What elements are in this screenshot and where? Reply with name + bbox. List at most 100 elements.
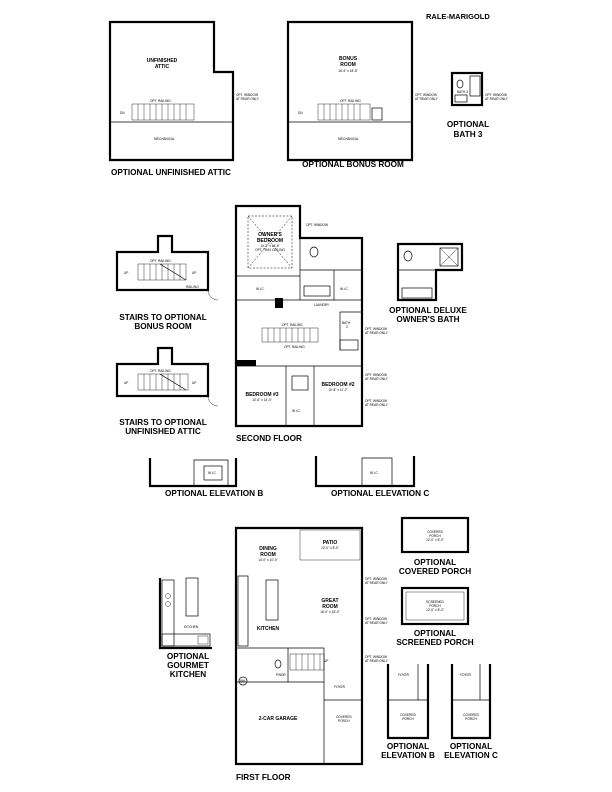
rear-only-label-bonus: AT REAR ONLY: [415, 97, 439, 101]
caption-elev-b: OPTIONAL ELEVATION B: [165, 489, 263, 498]
room-label-foyer: FOYER: [334, 685, 346, 689]
opt-window-label-first-3: OPT. WINDOW: [365, 655, 387, 659]
rear-only-label-first-2: AT REAR ONLY: [365, 621, 389, 625]
up-label-stairs-attic: UP: [124, 381, 128, 385]
up-label-stairs-bonus: UP: [124, 271, 128, 275]
room-dim-opt-screened: 12'-0" x 8'-0": [426, 608, 444, 612]
caption-second-floor: SECOND FLOOR: [236, 434, 302, 443]
stairs-bonus-plan: OPT. RAILING UP UP RAILING STAIRS TO OPT…: [115, 234, 219, 331]
wic-label-owners: W.I.C.: [256, 287, 265, 291]
room-label-cov-porch-c-1: COVERED: [463, 713, 479, 717]
opt-railing-label-second-2: OPT. RAILING: [284, 345, 305, 349]
dn-label: DN: [120, 111, 125, 115]
rear-only-label-first-3: AT REAR ONLY: [365, 659, 389, 663]
opt-railing-label-bonus: OPT. RAILING: [340, 99, 361, 103]
caption-stairs-attic-1: STAIRS TO OPTIONAL: [119, 418, 207, 427]
dn-label-bonus: DN: [298, 111, 303, 115]
caption-covered-porch-1: OPTIONAL: [414, 558, 456, 567]
room-label-kitchen-gourmet: KITCHEN: [184, 625, 199, 629]
room-label-patio: PATIO: [323, 540, 338, 546]
room-label-dining-1: DINING: [259, 546, 277, 552]
room-dim-bonus: 16'-4" x 18'-8": [338, 69, 358, 73]
room-label-unfinished-attic-2: ATTIC: [155, 64, 170, 70]
room-label-bonus-2: ROOM: [340, 62, 356, 68]
caption-stairs-attic-2: UNFINISHED ATTIC: [125, 427, 201, 436]
room-label-great-1: GREAT: [321, 598, 338, 604]
room-label-foyer-b: FOYER: [398, 673, 410, 677]
opt-covered-porch-plan: COVERED PORCH 12'-0" x 8'-0" OPTIONAL CO…: [399, 516, 471, 576]
caption-elev-c2-1: OPTIONAL: [450, 742, 492, 751]
opt-window-label-first: OPT. WINDOW: [365, 577, 387, 581]
caption-bonus-room: OPTIONAL BONUS ROOM: [302, 160, 404, 169]
room-dim-great: 16'-0" x 18'-0": [320, 610, 340, 614]
wic-label-owners-2: W.I.C.: [340, 287, 349, 291]
room-label-kitchen: KITCHEN: [257, 626, 280, 632]
room-label-opt-covered-2: PORCH: [429, 534, 441, 538]
caption-elev-c2-2: ELEVATION C: [444, 751, 498, 760]
rear-only-label-first: AT REAR ONLY: [365, 581, 389, 585]
plan-title: RALE-MARIGOLD: [426, 12, 490, 21]
rear-only-label-second: AT REAR ONLY: [365, 331, 389, 335]
opt-window-label-bath3: OPT. WINDOW: [485, 93, 507, 97]
room-dim-bedroom3: 10'-6" x 14'-4": [252, 398, 272, 402]
elevation-c-upper-plan: W.I.C. OPTIONAL ELEVATION C: [314, 456, 429, 498]
room-label-bath3: BATH 3: [457, 90, 468, 94]
room-label-foyer-c: FOYER: [460, 673, 472, 677]
room-label-bath2-1: BATH: [342, 321, 351, 325]
caption-covered-porch-2: COVERED PORCH: [399, 567, 471, 576]
opt-railing-label-stairs-bonus: OPT. RAILING: [150, 259, 171, 263]
room-label-cov-porch-c-2: PORCH: [465, 717, 477, 721]
rear-only-label: AT REAR ONLY: [236, 97, 260, 101]
opt-window-label-first-2: OPT. WINDOW: [365, 617, 387, 621]
caption-unfinished-attic: OPTIONAL UNFINISHED ATTIC: [111, 168, 231, 177]
caption-deluxe-2: OWNER'S BATH: [396, 315, 459, 324]
opt-railing-label-second: OPT. RAILING: [282, 323, 303, 327]
caption-bath3-1: OPTIONAL: [447, 120, 489, 129]
caption-elev-b2-1: OPTIONAL: [387, 742, 429, 751]
bonus-room-plan: BONUS ROOM 16'-4" x 18'-8" OPT. RAILING …: [286, 20, 439, 169]
room-label-opt-screened-2: PORCH: [429, 604, 441, 608]
up-label-stairs-bonus-2: UP: [192, 271, 196, 275]
bath3-plan: BATH 3 OPT. WINDOW AT REAR ONLY OPTIONAL…: [447, 71, 509, 139]
caption-screened-porch-1: OPTIONAL: [414, 629, 456, 638]
room-opt-owners: OPT. TRAY CEILING: [255, 248, 285, 252]
caption-screened-porch-2: SCREENED PORCH: [396, 638, 473, 647]
caption-deluxe-1: OPTIONAL DELUXE: [389, 306, 467, 315]
room-label-cov-porch-b-1: COVERED: [400, 713, 416, 717]
room-label-dining-2: ROOM: [260, 552, 276, 558]
mechanical-label: MECHANICAL: [154, 137, 175, 141]
room-label-opt-screened-1: SCREENED: [426, 600, 444, 604]
caption-stairs-bonus-1: STAIRS TO OPTIONAL: [119, 313, 207, 322]
caption-gourmet-2: GOURMET: [167, 661, 209, 670]
caption-gourmet-3: KITCHEN: [170, 670, 206, 679]
wh-symbol: WH: [240, 679, 246, 683]
opt-window-label-second: OPT. WINDOW: [306, 223, 328, 227]
room-label-unfinished-attic-1: UNFINISHED: [147, 58, 178, 64]
opt-window-label-bonus: OPT. WINDOW: [415, 93, 437, 97]
second-floor-plan: OPT. WINDOW OWNER'S BEDROOM 14'-2" x 16'…: [234, 204, 389, 443]
rear-only-label-bath3: AT REAR ONLY: [485, 97, 509, 101]
room-dim-owners: 14'-2" x 16'-6": [260, 244, 280, 248]
room-dim-patio: 12'-0" x 8'-0": [321, 546, 339, 550]
caption-stairs-bonus-2: BONUS ROOM: [134, 322, 191, 331]
room-label-cov-porch-b-2: PORCH: [402, 717, 414, 721]
room-label-opt-covered-1: COVERED: [427, 530, 443, 534]
room-dim-bedroom2: 10'-8" x 11'-2": [328, 388, 347, 392]
gourmet-kitchen-plan: KITCHEN OPTIONAL GOURMET KITCHEN: [158, 577, 212, 679]
mechanical-label-bonus: MECHANICAL: [338, 137, 359, 141]
room-label-owners-2: BEDROOM: [257, 238, 283, 244]
caption-elev-b2-2: ELEVATION B: [381, 751, 435, 760]
room-label-bedroom3: BEDROOM #3: [245, 392, 278, 398]
room-label-bath2-2: 2: [346, 325, 348, 329]
stairs-attic-plan: OPT. RAILING UP UP STAIRS TO OPTIONAL UN…: [115, 346, 219, 436]
room-label-garage: 2-CAR GARAGE: [259, 716, 298, 722]
elevation-c-lower-plan: FOYER COVERED PORCH OPTIONAL ELEVATION C: [444, 664, 498, 760]
caption-gourmet-1: OPTIONAL: [167, 652, 209, 661]
railing-label-stairs-bonus: RAILING: [186, 285, 199, 289]
up-label-first: UP: [324, 659, 328, 663]
wic-label-elev-b: W.I.C.: [208, 471, 217, 475]
room-dim-dining: 14'-0" x 10'-0": [258, 558, 278, 562]
opt-window-label-second-3: OPT. WINDOW: [365, 373, 387, 377]
room-label-covered-porch-1: COVERED: [336, 715, 352, 719]
